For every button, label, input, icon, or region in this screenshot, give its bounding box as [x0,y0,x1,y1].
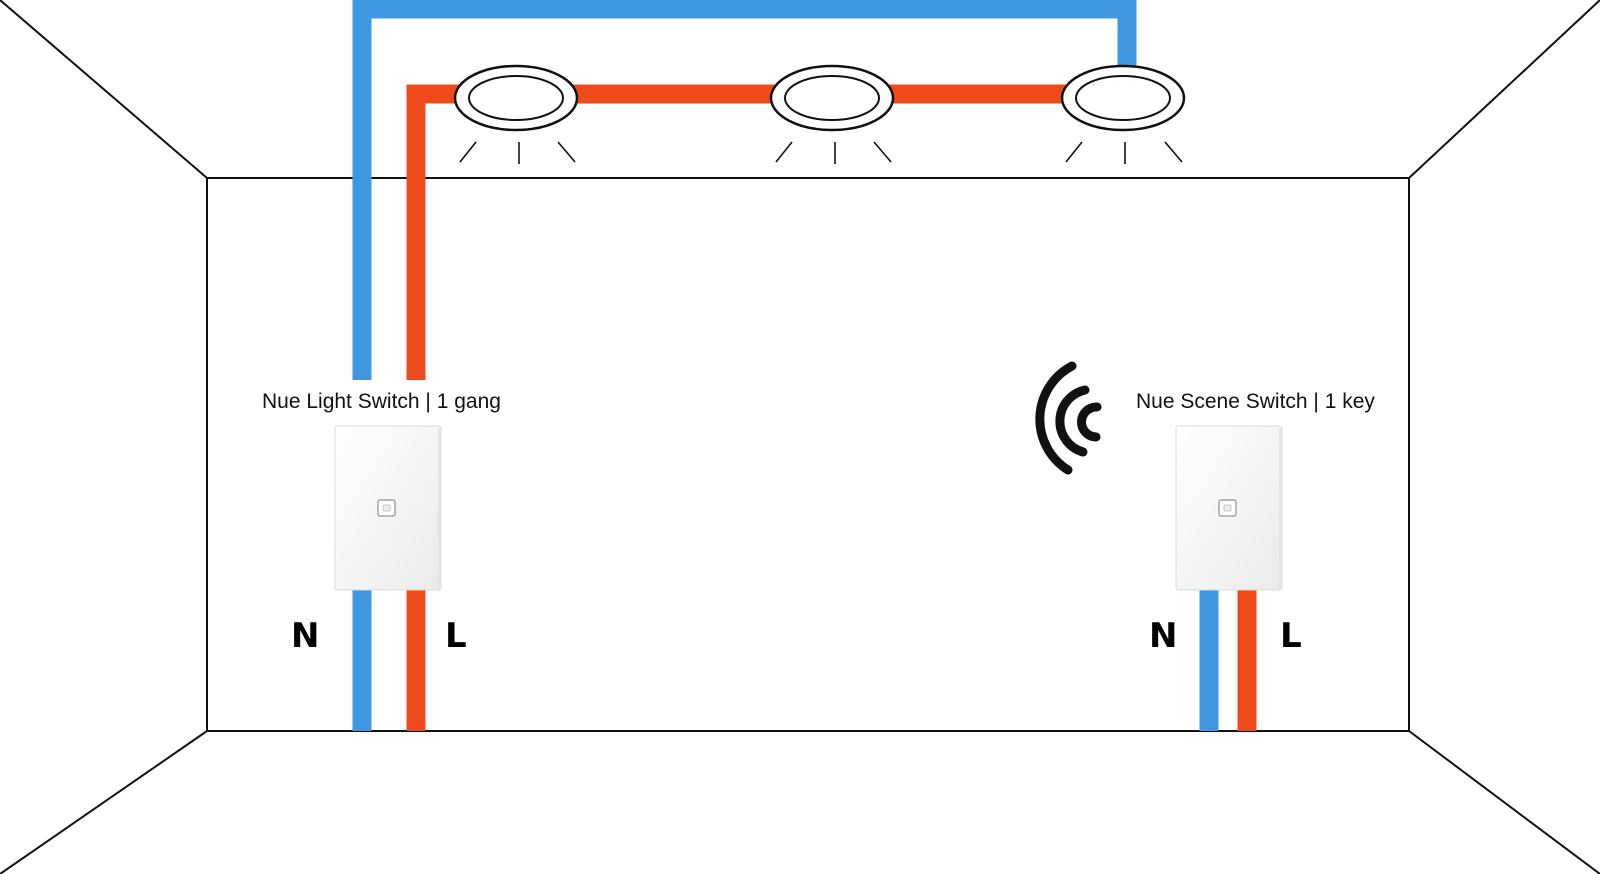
floor-left-edge [0,730,208,874]
downlight-1 [453,64,579,164]
ceiling-right-edge [1408,0,1600,179]
switch-wiring [352,588,1257,731]
neutral-wire-to-lights [352,0,1137,380]
light-switch-label: Nue Light Switch | 1 gang [262,390,501,413]
signal-arc-inner [1077,402,1102,442]
downlight-inner-ring [468,75,564,121]
signal-arc-outer [1035,361,1077,475]
floor-right-edge [1408,730,1600,874]
light-ray-left [459,141,477,163]
ceiling-wiring [352,0,1137,380]
light-ray-right [557,141,576,163]
scene-switch-label: Nue Scene Switch | 1 key [1136,390,1375,413]
light-ray-right [1164,141,1183,163]
live-label: L [445,616,467,656]
downlight-inner-ring [1075,75,1171,121]
neutral-label: N [1149,616,1177,656]
switch-plate-shadow [438,428,441,590]
light-switch: Nue Light Switch | 1 gang N L [262,390,501,656]
back-wall [206,177,1410,732]
downlight-2 [769,64,895,164]
neutral-label: N [291,616,319,656]
downlight-inner-ring [784,75,880,121]
switch-plate-shadow [1279,428,1282,590]
wireless-signal-icon [1035,361,1102,475]
live-wire-to-lights [406,84,1070,380]
light-ray-left [1065,141,1083,163]
light-ray-right [873,141,892,163]
scene-switch: Nue Scene Switch | 1 key N L [1136,390,1375,656]
ceiling-left-edge [0,0,208,179]
switch-key-dot [382,504,391,512]
switch-key-dot [1223,504,1232,512]
downlight-3 [1060,64,1186,164]
light-ray-left [775,141,793,163]
signal-arc-middle [1055,385,1090,457]
live-label: L [1280,616,1302,656]
